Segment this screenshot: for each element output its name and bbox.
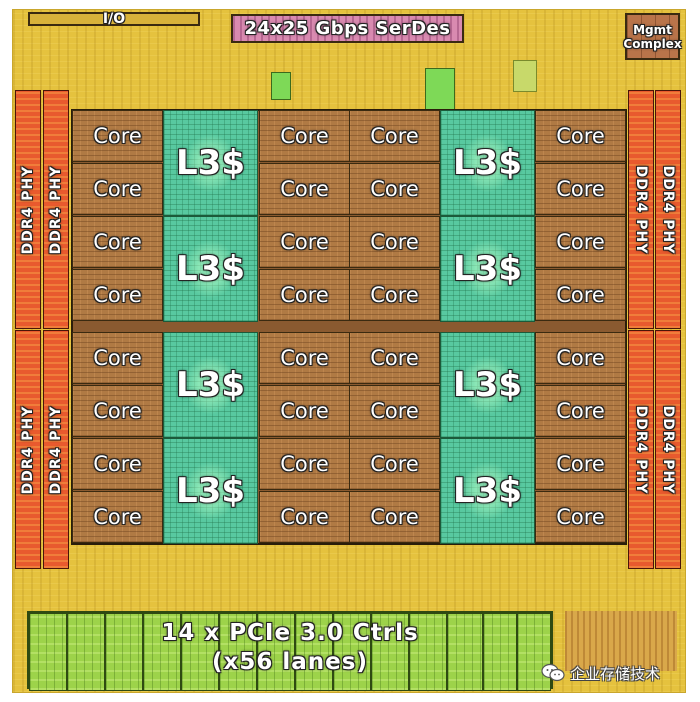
l3-cache-block: L3$ (163, 216, 258, 322)
pcie-controller (333, 613, 371, 691)
core-block: Core (72, 163, 163, 215)
core-block: Core (72, 110, 163, 162)
core-block: Core (72, 332, 163, 384)
ddr4-phy-block: DDR4 PHY (15, 330, 41, 569)
core-block: Core (535, 110, 626, 162)
core-block: Core (259, 438, 350, 490)
core-block: Core (535, 438, 626, 490)
ddr4-phy-block: DDR4 PHY (15, 90, 41, 329)
core-block: Core (349, 332, 440, 384)
wechat-icon (541, 663, 565, 683)
misc-logic-block (565, 611, 677, 671)
ddr4-phy-label: DDR4 PHY (660, 165, 676, 254)
core-block: Core (535, 491, 626, 543)
core-block: Core (259, 269, 350, 321)
misc-logic-block (425, 68, 455, 110)
ddr4-phy-block: DDR4 PHY (43, 330, 69, 569)
core-block: Core (535, 385, 626, 437)
mgmt-complex-block: Mgmt Complex (623, 13, 682, 60)
l3-cache-block: L3$ (163, 438, 258, 544)
pcie-controller (409, 613, 447, 691)
ddr4-phy-label: DDR4 PHY (20, 165, 36, 254)
core-block: Core (349, 163, 440, 215)
l3-cache-block: L3$ (163, 110, 258, 216)
pcie-controller (105, 613, 143, 691)
ddr4-phy-block: DDR4 PHY (43, 90, 69, 329)
core-block: Core (259, 332, 350, 384)
core-block: Core (349, 269, 440, 321)
pcie-controller (219, 613, 257, 691)
watermark: 企业存储技术 (541, 660, 681, 686)
core-block: Core (535, 216, 626, 268)
l3-cache-block: L3$ (440, 332, 535, 438)
l3-cache-block: L3$ (163, 332, 258, 438)
core-block: Core (349, 385, 440, 437)
pcie-controller (181, 613, 219, 691)
pcie-label-line2: (x56 lanes) (212, 649, 368, 675)
pcie-block: 14 x PCIe 3.0 Ctrls (x56 lanes) (27, 611, 553, 691)
misc-logic-block (271, 72, 291, 100)
core-block: Core (259, 163, 350, 215)
l3-cache-block: L3$ (440, 110, 535, 216)
pcie-controller (67, 613, 105, 691)
io-block: I/O (28, 11, 200, 27)
misc-logic-block (513, 60, 537, 92)
core-block: Core (349, 216, 440, 268)
core-block: Core (535, 269, 626, 321)
ddr4-phy-block: DDR4 PHY (628, 330, 654, 569)
core-block: Core (259, 110, 350, 162)
core-block: Core (72, 216, 163, 268)
pcie-controller (371, 613, 409, 691)
core-block: Core (349, 491, 440, 543)
l3-cache-block: L3$ (440, 216, 535, 322)
pcie-label-line1: 14 x PCIe 3.0 Ctrls (161, 620, 419, 646)
ddr4-phy-block: DDR4 PHY (628, 90, 654, 329)
pcie-label: 14 x PCIe 3.0 Ctrls (x56 lanes) (29, 619, 551, 677)
pcie-controller (29, 613, 67, 691)
core-block: Core (349, 438, 440, 490)
pcie-controller (143, 613, 181, 691)
io-label: I/O (102, 11, 126, 27)
core-block: Core (259, 491, 350, 543)
core-block: Core (535, 332, 626, 384)
core-block: Core (72, 438, 163, 490)
pcie-controller (483, 613, 517, 691)
mgmt-label-line2: Complex (623, 37, 682, 51)
core-block: Core (72, 491, 163, 543)
core-block: Core (259, 216, 350, 268)
serdes-block: 24x25 Gbps SerDes (231, 14, 464, 43)
pcie-controller (295, 613, 333, 691)
serdes-label: 24x25 Gbps SerDes (244, 18, 451, 39)
die: I/O 24x25 Gbps SerDes Mgmt Complex Core … (13, 10, 685, 692)
core-block: Core (259, 385, 350, 437)
core-block: Core (349, 110, 440, 162)
ddr4-phy-label: DDR4 PHY (633, 165, 649, 254)
ddr4-phy-label: DDR4 PHY (660, 405, 676, 494)
core-block: Core (72, 385, 163, 437)
core-block: Core (72, 269, 163, 321)
ddr4-phy-block: DDR4 PHY (655, 330, 681, 569)
ddr4-phy-label: DDR4 PHY (633, 405, 649, 494)
core-block: Core (535, 163, 626, 215)
ddr4-phy-label: DDR4 PHY (48, 165, 64, 254)
ddr4-phy-block: DDR4 PHY (655, 90, 681, 329)
ddr4-phy-label: DDR4 PHY (20, 405, 36, 494)
pcie-controller (517, 613, 551, 691)
pcie-controller (447, 613, 483, 691)
ddr4-phy-label: DDR4 PHY (48, 405, 64, 494)
l3-cache-block: L3$ (440, 438, 535, 544)
pcie-controller (257, 613, 295, 691)
mgmt-label-line1: Mgmt (633, 23, 672, 37)
watermark-text: 企业存储技术 (570, 664, 661, 683)
